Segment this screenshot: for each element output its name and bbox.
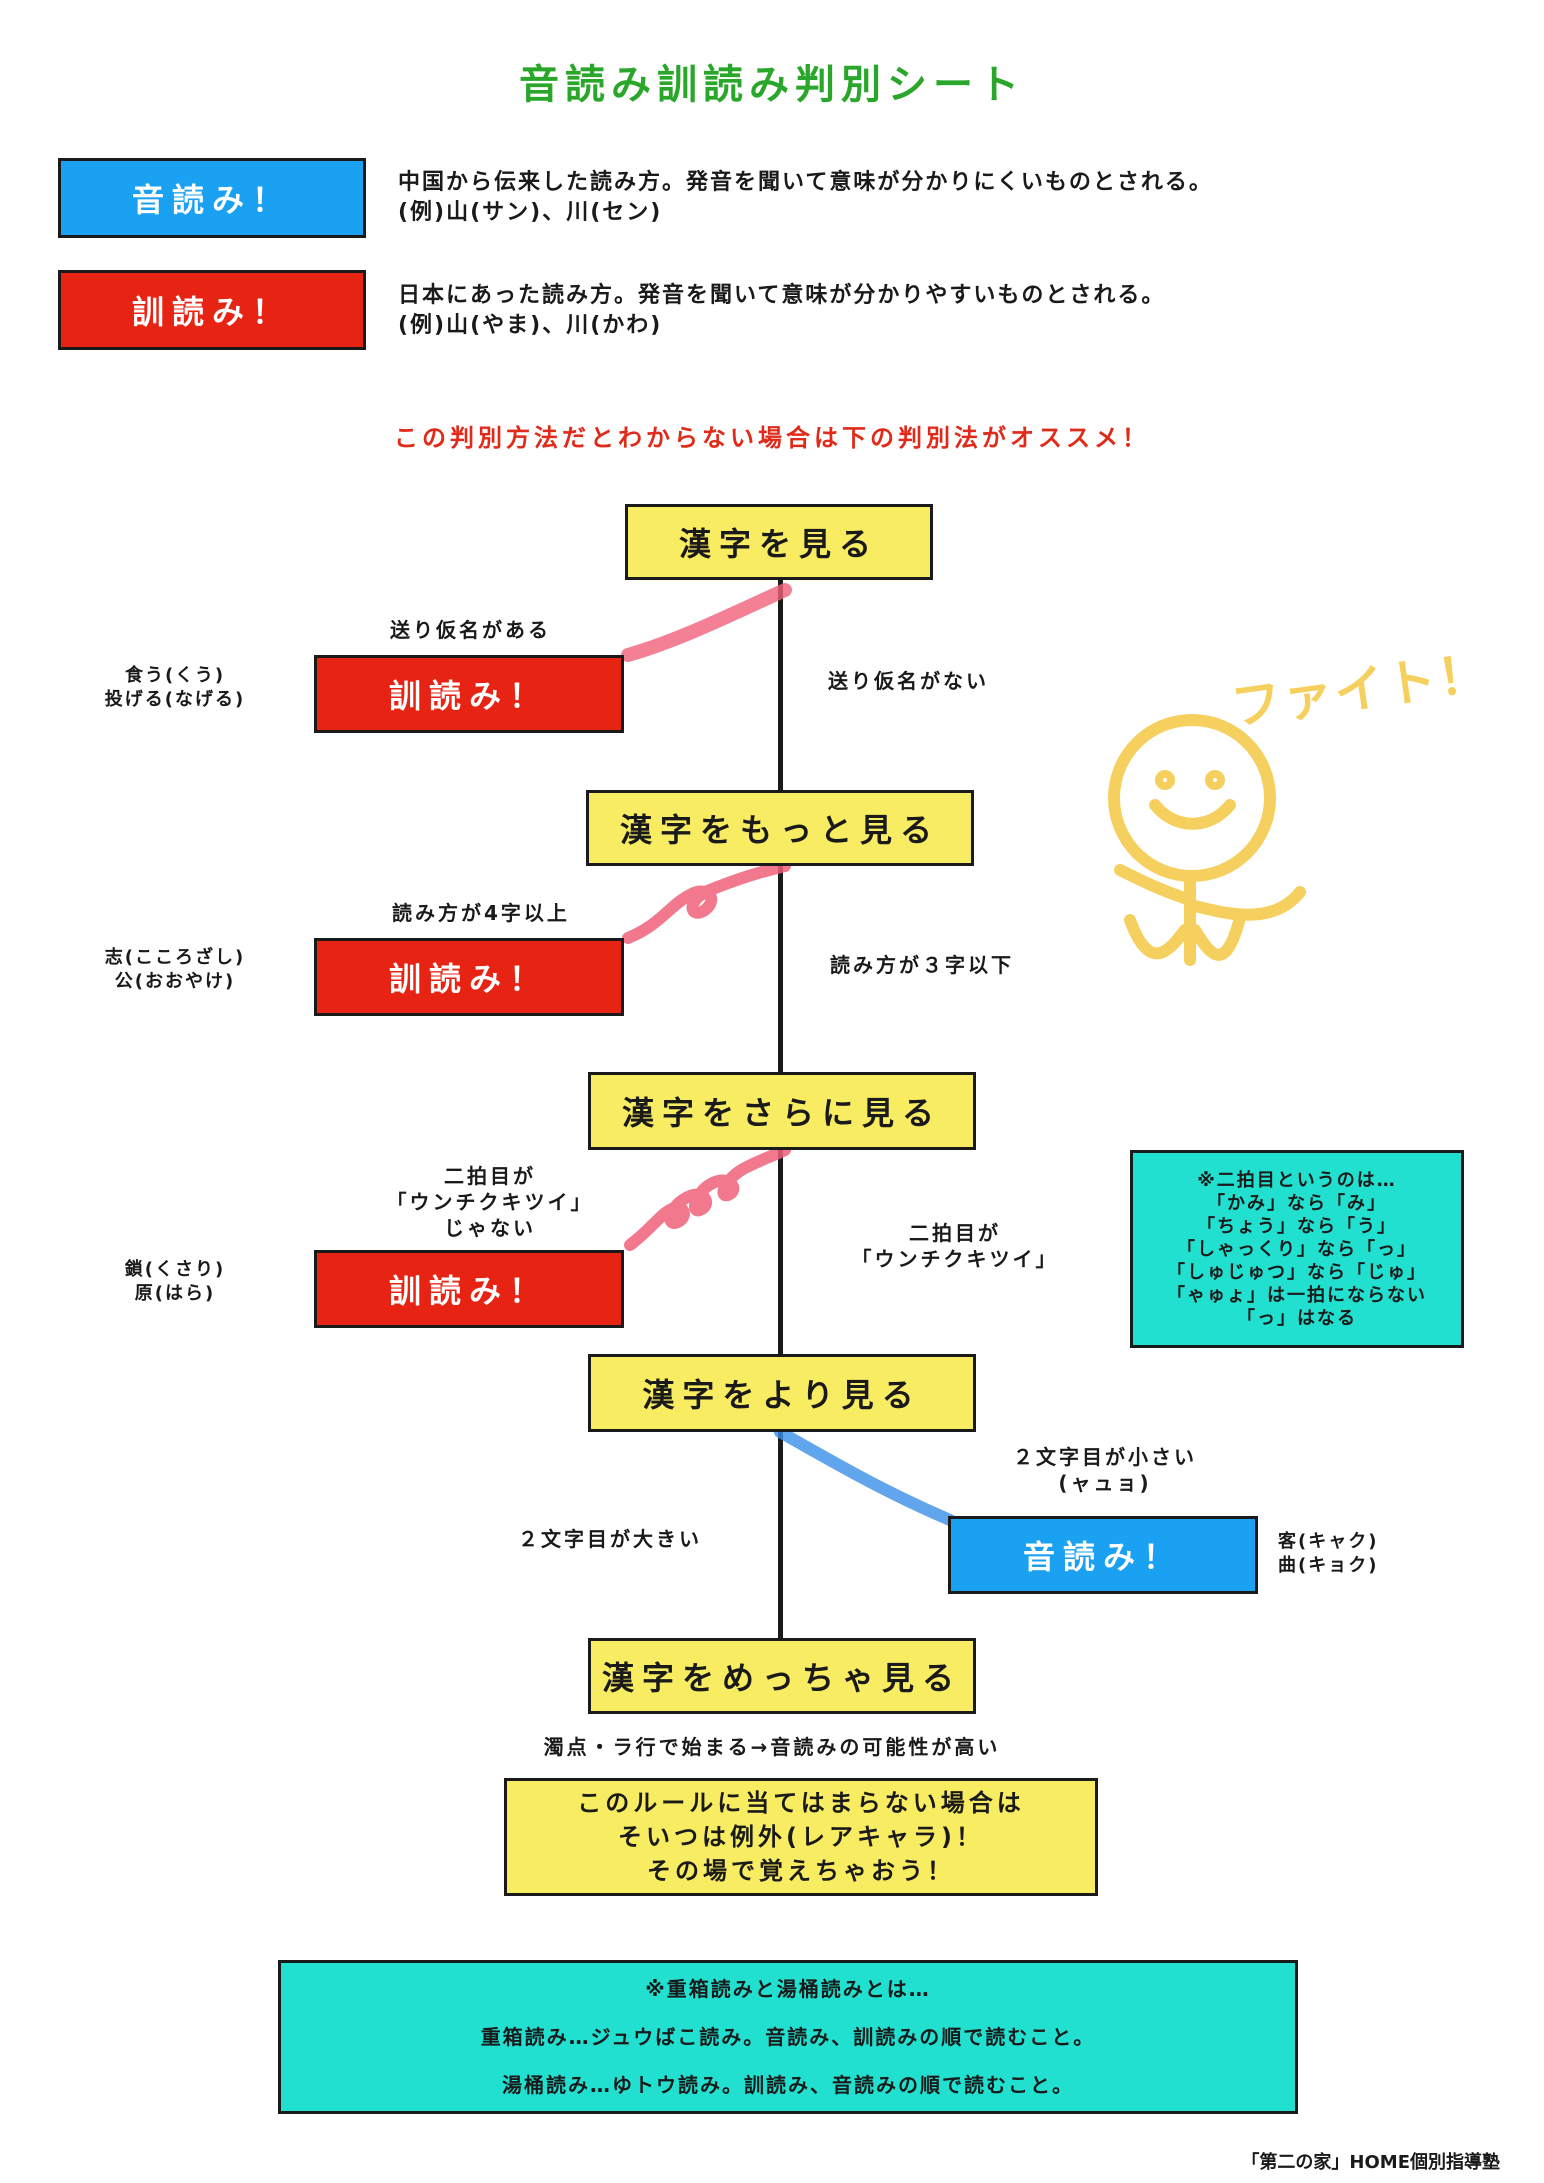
example-4: 客(キャク) 曲(キョク) [1278, 1530, 1398, 1578]
result-1-kun: 訓読み！ [314, 655, 624, 733]
flow-line-4 [778, 1430, 783, 1638]
flow-step-1: 漢字を見る [625, 504, 933, 580]
second-beat-note-line5: 「しゅじゅつ」なら「じゅ」 [1167, 1261, 1427, 1283]
example-2-line1: 志(こころざし) [104, 947, 246, 968]
jubako-yuto-note-yuto: 湯桶読み…ゆトウ読み。訓読み、音読みの順で読むこと。 [502, 2073, 1074, 2097]
branch-3-no-line1: 二拍目が [909, 1221, 1001, 1245]
crayon-stroke-branch2 [622, 860, 791, 944]
flow-step-4: 漢字をより見る [588, 1354, 976, 1432]
jubako-yuto-note-heading: ※重箱読みと湯桶読みとは… [645, 1977, 931, 2001]
result-3-kun-text: 訓読み！ [388, 1272, 549, 1310]
on-yomi-label: 音読み！ [58, 158, 366, 238]
result-1-kun-text: 訓読み！ [388, 677, 549, 715]
example-4-line2: 曲(キョク) [1278, 1555, 1379, 1576]
branch-3-yes-line1: 二拍目が [444, 1164, 536, 1188]
on-yomi-definition-line2: (例)山(サン)、川(セン) [398, 200, 663, 225]
flow-step-3-text: 漢字をさらに見る [621, 1094, 942, 1132]
on-yomi-label-text: 音読み！ [131, 181, 292, 219]
branch-3-yes-label: 二拍目が 「ウンチクキツイ」 じゃない [350, 1163, 630, 1241]
second-beat-note-line2: 「かみ」なら「み」 [1207, 1192, 1387, 1214]
crayon-stroke-branch1 [621, 583, 792, 662]
example-1: 食う(くう) 投げる(なげる) [80, 664, 270, 712]
example-1-line1: 食う(くう) [124, 665, 226, 686]
result-2-kun-text: 訓読み！ [388, 960, 549, 998]
branch-2-no-label: 読み方が３字以下 [830, 953, 1014, 977]
kun-yomi-definition-line2: (例)山(やま)、川(かわ) [398, 313, 663, 338]
flow-line-2 [778, 864, 783, 1072]
kun-yomi-label: 訓読み！ [58, 270, 366, 350]
footer-credit: 「第二の家」HOME個別指導塾 [1241, 2152, 1500, 2173]
kun-yomi-definition-line1: 日本にあった読み方。発音を聞いて意味が分かりやすいものとされる。 [398, 283, 1166, 308]
branch-4-no-label: ２文字目が大きい [518, 1527, 702, 1551]
flow-step-1-text: 漢字を見る [678, 525, 879, 563]
second-beat-note-line7: 「っ」はなる [1237, 1307, 1357, 1329]
branch-3-no-line2: 「ウンチクキツイ」 [851, 1247, 1059, 1271]
result-2-kun: 訓読み！ [314, 938, 624, 1016]
method-note: この判別方法だとわからない場合は下の判別法がオススメ！ [394, 424, 1150, 452]
second-beat-note-line3: 「ちょう」なら「う」 [1197, 1215, 1397, 1237]
kun-yomi-definition: 日本にあった読み方。発音を聞いて意味が分かりやすいものとされる。 (例)山(やま… [398, 281, 1165, 341]
example-3-line1: 鎖(くさり) [124, 1259, 226, 1280]
crayon-stroke-branch4 [774, 1426, 956, 1526]
example-3-line2: 原(はら) [134, 1283, 216, 1304]
branch-3-no-label: 二拍目が 「ウンチクキツイ」 [810, 1220, 1100, 1272]
exception-rule-box: このルールに当てはまらない場合は そいつは例外(レアキャラ)！ その場で覚えちゃ… [504, 1778, 1098, 1896]
flow-step-2-text: 漢字をもっと見る [619, 811, 940, 849]
example-1-line2: 投げる(なげる) [104, 689, 246, 710]
flow-step-4-text: 漢字をより見る [642, 1376, 922, 1414]
result-4-on: 音読み！ [948, 1516, 1258, 1594]
result-4-on-text: 音読み！ [1022, 1538, 1183, 1576]
crayon-stroke-branch3 [624, 1144, 791, 1251]
example-3: 鎖(くさり) 原(はら) [80, 1258, 270, 1306]
on-yomi-definition-line1: 中国から伝来した読み方。発音を聞いて意味が分かりにくいものとされる。 [398, 170, 1213, 195]
exception-rule-line2: そいつは例外(レアキャラ)！ [618, 1823, 984, 1851]
second-beat-note-line4: 「しゃっくり」なら「っ」 [1177, 1238, 1417, 1260]
second-beat-note-line6: 「ゃゅょ」は一拍にならない [1167, 1284, 1427, 1306]
branch-4-yes-line2: (ャュョ) [1058, 1471, 1152, 1495]
page-title: 音読み訓読み判別シート [519, 62, 1025, 108]
result-3-kun: 訓読み！ [314, 1250, 624, 1328]
exception-rule-line1: このルールに当てはまらない場合は [577, 1789, 1025, 1817]
step-5-hint: 濁点・ラ行で始まる→音読みの可能性が高い [543, 1735, 1001, 1759]
jubako-yuto-note-jubako: 重箱読み…ジュウばこ読み。音読み、訓読みの順で読むこと。 [480, 2025, 1096, 2049]
branch-3-yes-line2: 「ウンチクキツイ」 [386, 1190, 594, 1214]
jubako-yuto-note: ※重箱読みと湯桶読みとは… 重箱読み…ジュウばこ読み。音読み、訓読みの順で読むこ… [278, 1960, 1298, 2114]
on-yomi-definition: 中国から伝来した読み方。発音を聞いて意味が分かりにくいものとされる。 (例)山(… [398, 168, 1213, 228]
branch-1-no-label: 送り仮名がない [828, 669, 989, 693]
branch-3-yes-line3: じゃない [444, 1216, 536, 1240]
second-beat-note-line1: ※二拍目というのは… [1197, 1169, 1397, 1191]
flow-line-1 [778, 580, 783, 790]
flow-step-3: 漢字をさらに見る [588, 1072, 976, 1150]
flow-step-2: 漢字をもっと見る [586, 790, 974, 866]
example-4-line1: 客(キャク) [1278, 1531, 1379, 1552]
branch-2-yes-label: 読み方が4字以上 [392, 901, 570, 925]
flow-step-5-text: 漢字をめっちゃ見る [601, 1659, 962, 1697]
example-2: 志(こころざし) 公(おおやけ) [80, 946, 270, 994]
branch-1-yes-label: 送り仮名がある [390, 618, 551, 642]
smiley-doodle [1108, 714, 1306, 966]
branch-4-yes-line1: ２文字目が小さい [1013, 1445, 1197, 1469]
example-2-line2: 公(おおやけ) [114, 971, 236, 992]
exception-rule-line3: その場で覚えちゃおう！ [647, 1857, 955, 1885]
flow-step-5: 漢字をめっちゃ見る [588, 1638, 976, 1714]
kun-yomi-label-text: 訓読み！ [131, 293, 292, 331]
branch-4-yes-label: ２文字目が小さい (ャュョ) [960, 1444, 1250, 1496]
flow-line-3 [778, 1148, 783, 1354]
second-beat-note: ※二拍目というのは… 「かみ」なら「み」 「ちょう」なら「う」 「しゃっくり」な… [1130, 1150, 1464, 1348]
